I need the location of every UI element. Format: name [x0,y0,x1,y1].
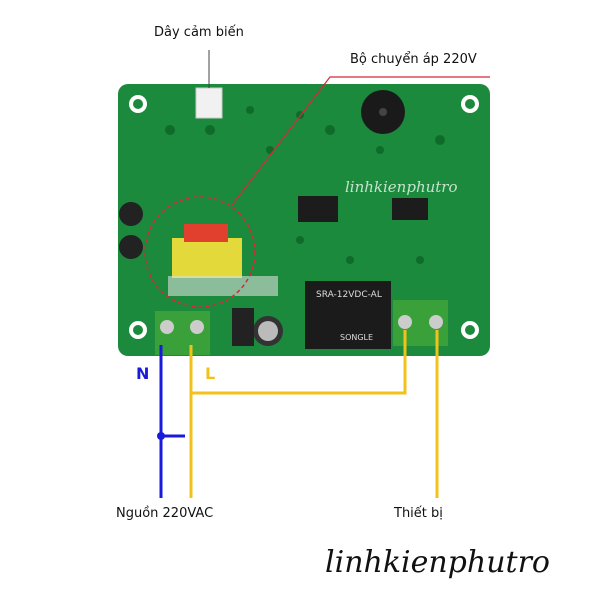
relay-brand: SONGLE [340,333,374,342]
board-watermark: linhkienphutro [345,178,458,196]
footer-brand: linhkienphutro [325,545,550,580]
transformer [172,238,242,278]
sensor-connector [195,87,223,119]
relay [305,281,391,349]
ic-chip [298,196,338,222]
transformer-label: Bộ chuyển áp 220V [350,52,477,67]
input-terminal [155,311,210,355]
junction-dot [157,432,165,440]
live-wire-switched [191,330,407,395]
relay-text: SRA-12VDC-AL [316,290,382,300]
transformer-callout-line [231,76,490,206]
neutral-label: N [136,364,150,383]
device-label: Thiết bị [394,506,443,521]
power-source-label: Nguồn 220VAC [116,506,214,521]
live-label: L [205,364,216,383]
transformer-highlight [144,196,256,308]
sensor-wire-label: Dây cảm biến [154,25,244,40]
capacitor [119,235,143,259]
capacitor [119,202,143,226]
ic-chip [392,198,428,220]
